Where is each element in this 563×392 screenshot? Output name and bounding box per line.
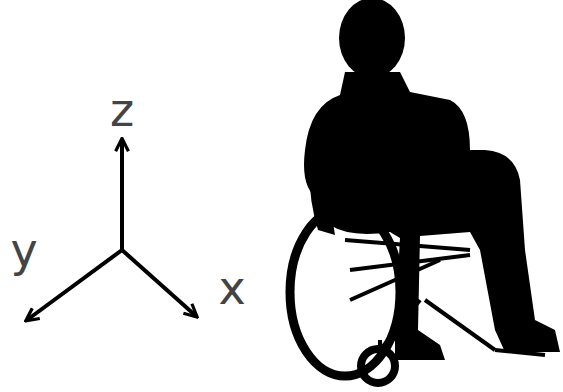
axis-label: z (110, 87, 134, 133)
arm (309, 120, 338, 235)
y-axis (27, 250, 122, 320)
head (339, 0, 405, 78)
x-axis (122, 250, 196, 316)
axis-label: x (218, 265, 245, 311)
body-silhouette (304, 72, 560, 360)
axes (27, 140, 196, 320)
z-axis (120, 140, 124, 250)
caster-wheel (361, 349, 395, 383)
wheelchair-user (290, 0, 560, 383)
axis-label: y (10, 227, 37, 273)
